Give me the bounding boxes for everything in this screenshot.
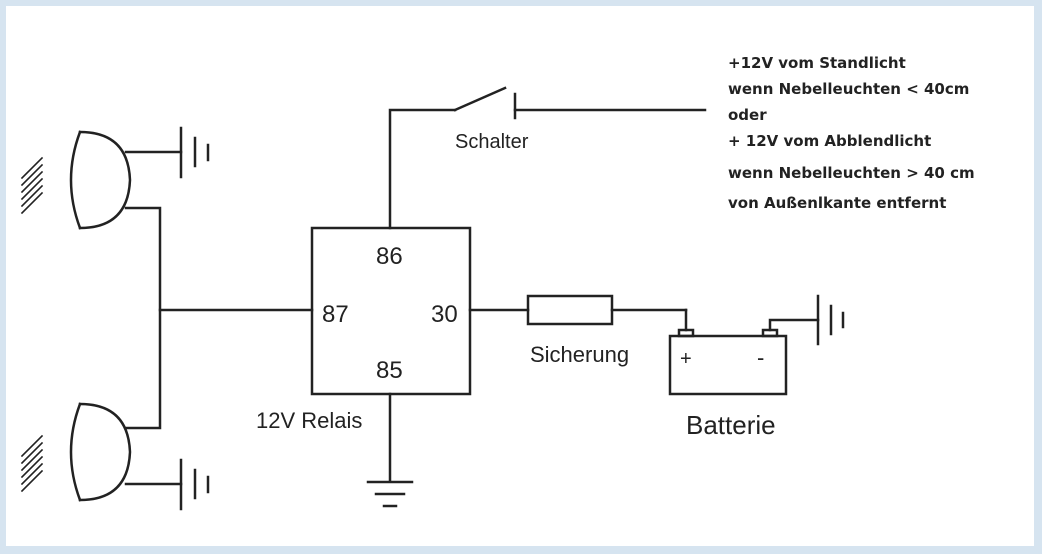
- switch-label: Schalter: [455, 131, 529, 153]
- fog-lamp-top: [20, 130, 132, 230]
- battery-body: [668, 334, 788, 396]
- pin-30-label: 30: [431, 301, 458, 328]
- lamp-feed-wire: [124, 206, 314, 430]
- lamp-lens-top: [69, 130, 82, 230]
- relay-label: 12V Relais: [256, 408, 362, 433]
- battery-minus-sign: -: [757, 345, 764, 370]
- pin-86-label: 86: [376, 243, 403, 270]
- lamp-lens-bottom: [69, 402, 82, 502]
- battery-terminal-plus: [677, 328, 695, 338]
- note-line: oder: [728, 106, 767, 124]
- switch-wire: [388, 86, 707, 230]
- ground-symbol-relay: [366, 392, 414, 508]
- fuse: [526, 294, 614, 326]
- note-line: + 12V vom Abblendlicht: [728, 132, 931, 150]
- fog-lamp-bottom: [20, 402, 132, 502]
- fuse-label: Sicherung: [530, 342, 629, 367]
- note-line: wenn Nebelleuchten > 40 cm: [728, 164, 975, 182]
- battery-plus-sign: +: [680, 348, 692, 370]
- ground-symbol-top-lamp: [124, 126, 210, 179]
- light-rays-top: [20, 156, 44, 215]
- lamp-body-bottom: [78, 402, 132, 502]
- switch-lever: [453, 86, 507, 112]
- pin-87-label: 87: [322, 301, 349, 328]
- note-line: von Außenlkante entfernt: [728, 194, 946, 212]
- note-line: wenn Nebelleuchten < 40cm: [728, 80, 969, 98]
- battery-label: Batterie: [686, 410, 776, 440]
- ground-symbol-bottom-lamp: [124, 458, 210, 511]
- diagram-canvas: [6, 6, 1034, 546]
- ground-symbol-battery: [816, 294, 845, 346]
- supply-note: +12V vom Standlicht wenn Nebelleuchten <…: [728, 54, 975, 212]
- note-line: +12V vom Standlicht: [728, 54, 906, 72]
- pin-85-label: 85: [376, 357, 403, 384]
- light-rays-bottom: [20, 434, 44, 493]
- lamp-body-top: [78, 130, 132, 230]
- battery: [668, 308, 820, 396]
